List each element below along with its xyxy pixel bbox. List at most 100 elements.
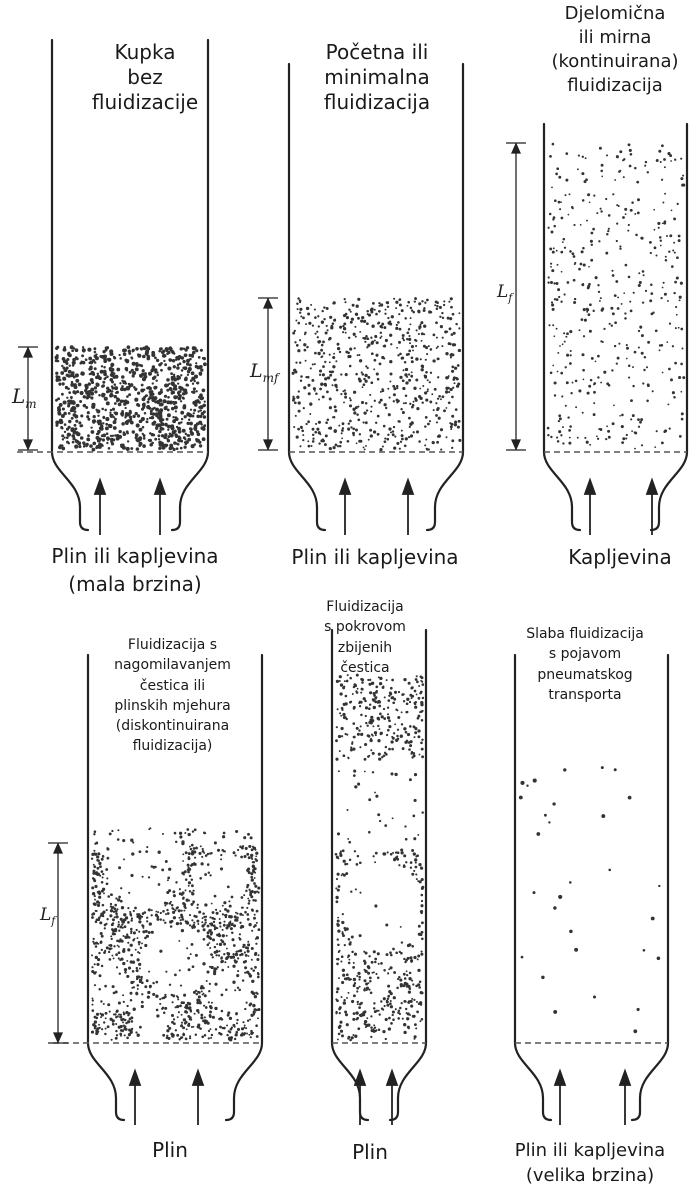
bubbling-bed-particle — [221, 835, 226, 839]
bubbling-bed-particle — [187, 1022, 191, 1026]
packed-bed-particle — [134, 387, 138, 391]
packed-bed-particle — [124, 414, 128, 418]
bubbling-bed-particle — [113, 907, 117, 911]
bubbling-bed-particle — [224, 913, 228, 917]
bubbling-bed-particle — [220, 1009, 224, 1013]
bubbling-bed-particle — [147, 931, 151, 934]
smooth-fluidized-particle — [620, 425, 624, 429]
min-fluidized-particle — [370, 336, 373, 339]
bubbling-bed-particle — [138, 967, 141, 970]
smooth-fluidized-particle — [675, 313, 678, 316]
bubbling-bed-particle — [184, 889, 187, 892]
slug-bottom-particle — [421, 937, 424, 941]
min-fluidized-particle — [348, 397, 351, 400]
smooth-fluidized-particle — [677, 234, 681, 238]
bubbling-bed-particle — [249, 1002, 253, 1006]
packed-bed-particle — [180, 369, 184, 372]
min-fluidized-particle — [448, 327, 452, 331]
vessel-1-inflow-arrowhead-1 — [93, 477, 107, 495]
min-fluidized-particle — [338, 444, 342, 448]
packed-bed-particle — [197, 439, 201, 443]
min-fluidized-particle — [312, 387, 316, 391]
slug-bottom-particle — [417, 954, 421, 958]
slug-top-particle — [344, 694, 348, 698]
slug-top-particle — [383, 696, 386, 699]
slug-top-particle — [336, 708, 339, 711]
smooth-fluidized-particle — [554, 199, 557, 202]
smooth-fluidized-particle — [589, 378, 593, 382]
bubbling-bed-particle — [220, 959, 224, 963]
smooth-fluidized-particle — [556, 436, 559, 439]
smooth-fluidized-particle — [556, 440, 560, 443]
slug-bottom-particle — [380, 1000, 383, 1003]
bubbling-bed-particle — [104, 984, 107, 988]
panel-3-height-label: Lf — [497, 282, 513, 305]
packed-bed-particle — [89, 444, 93, 448]
min-fluidized-particle — [418, 327, 421, 330]
min-fluidized-particle — [448, 300, 451, 303]
bubbling-bed-particle — [97, 958, 101, 962]
packed-bed-particle — [136, 402, 140, 407]
bubbling-bed-particle — [190, 902, 194, 906]
slug-bottom-particle — [340, 874, 343, 877]
slug-bottom-particle — [343, 999, 346, 1002]
slug-bottom-particle — [339, 1029, 344, 1033]
min-fluidized-particle — [332, 365, 336, 369]
min-fluidized-particle — [363, 448, 366, 451]
min-fluidized-particle — [383, 326, 387, 330]
bubbling-bed-particle — [97, 918, 101, 922]
slug-bottom-particle — [420, 930, 424, 934]
smooth-fluidized-particle — [660, 178, 664, 181]
smooth-fluidized-particle — [624, 312, 627, 315]
min-fluidized-particle — [435, 347, 438, 349]
smooth-fluidized-particle — [646, 384, 650, 388]
packed-bed-particle — [128, 370, 132, 374]
bubbling-bed-particle — [98, 861, 102, 866]
slug-gap-particle — [348, 840, 352, 844]
smooth-fluidized-particle — [627, 229, 630, 232]
bubbling-bed-particle — [248, 922, 252, 927]
min-fluidized-particle — [362, 319, 367, 324]
min-fluidized-particle — [309, 367, 312, 370]
packed-bed-particle — [174, 358, 178, 362]
bubbling-bed-particle — [91, 916, 94, 919]
packed-bed-particle — [160, 388, 163, 391]
panel-2-caption: Plin ili kapljevina — [255, 545, 495, 569]
smooth-fluidized-particle — [677, 326, 680, 329]
bubbling-bed-particle — [137, 913, 141, 916]
smooth-fluidized-particle — [600, 169, 603, 173]
packed-bed-particle — [112, 420, 117, 425]
min-fluidized-particle — [418, 302, 422, 306]
bubbling-bed-particle — [135, 977, 139, 981]
min-fluidized-particle — [407, 435, 411, 439]
packed-bed-particle — [101, 407, 104, 411]
packed-bed-particle — [200, 426, 205, 430]
bubbling-bed-particle — [175, 881, 178, 884]
bubbling-bed-particle — [174, 973, 177, 977]
packed-bed-particle — [137, 391, 141, 395]
slug-bottom-particle — [364, 961, 367, 964]
bubbling-bed-particle — [244, 910, 247, 914]
bubbling-bed-particle — [136, 975, 139, 979]
min-fluidized-particle — [449, 317, 453, 321]
smooth-fluidized-particle — [597, 290, 601, 294]
slug-bottom-particle — [413, 1023, 417, 1027]
panel-3-title-line-3: (kontinuirana) — [551, 50, 679, 72]
packed-bed-particle — [165, 424, 168, 427]
smooth-fluidized-particle — [605, 197, 608, 201]
bubbling-bed-particle — [95, 1031, 99, 1035]
slug-top-particle — [379, 712, 382, 716]
bubbling-bed-particle — [95, 1012, 100, 1016]
packed-bed-particle — [157, 416, 160, 420]
smooth-fluidized-particle — [615, 239, 618, 243]
smooth-fluidized-particle — [640, 334, 644, 338]
smooth-fluidized-particle — [581, 353, 585, 357]
packed-bed-particle — [182, 347, 186, 351]
min-fluidized-particle — [303, 348, 307, 352]
min-fluidized-particle — [435, 421, 439, 424]
bubbling-bed-particle — [97, 916, 101, 920]
slug-bottom-particle — [374, 1029, 377, 1033]
min-fluidized-particle — [370, 405, 373, 408]
slug-top-particle — [391, 678, 394, 682]
smooth-fluidized-particle — [678, 435, 682, 438]
